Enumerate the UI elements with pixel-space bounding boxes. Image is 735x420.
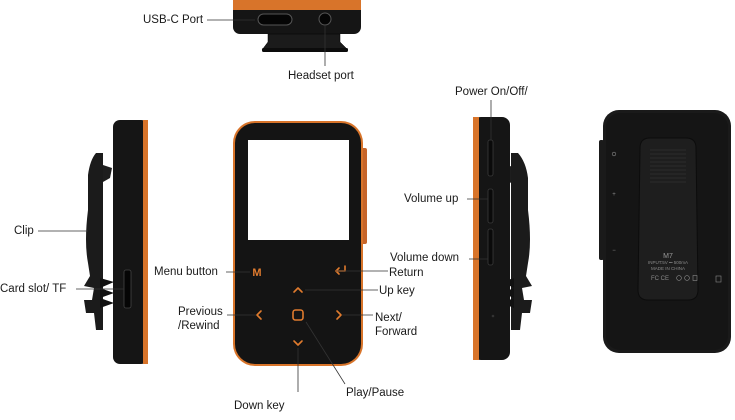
recycle-mark-icon [676,275,682,281]
reset-hole-icon [491,314,495,318]
front-view: M [233,121,367,366]
power-button-icon [487,139,494,177]
back-power-symbol-icon [611,151,617,157]
leader-lines [38,19,492,392]
headset-jack-icon [318,12,332,26]
back-origin: MADE IN CHINA [651,266,685,271]
label-volume-down: Volume down [390,252,460,264]
bin-mark-icon [692,275,698,281]
back-plus-symbol-icon: + [612,192,616,198]
left-side-body [113,120,148,364]
volume-up-button-icon [487,188,494,224]
screen [248,140,349,240]
label-headset-port: Headset port [288,70,354,82]
back-slot-mark-icon [715,275,722,283]
back-input-spec: INPUT:5V ⎓ 500mA [648,260,688,265]
chevron-right-icon [336,310,342,320]
label-down-key: Down key [234,400,285,412]
menu-key-icon: M [252,267,261,279]
label-next-line2: Forward [375,326,418,338]
top-view-clip [261,33,349,51]
label-previous-line1: Previous [178,306,223,318]
chevron-up-icon [293,287,303,293]
label-previous-rewind: Previous /Rewind [178,305,223,333]
chevron-down-icon [293,340,303,346]
label-next-forward: Next/ Forward [375,311,417,339]
label-next-line1: Next/ [375,312,402,324]
left-side-view [84,120,148,364]
left-clip [84,153,103,330]
chevron-left-icon [256,310,262,320]
label-card-slot: Card slot/ TF [0,283,67,295]
top-view-clip-edge [262,48,348,52]
top-view-orange-rim [233,0,361,10]
right-side-view [473,117,532,360]
left-clip-spring [103,165,112,182]
label-usb-c-port: USB-C Port [143,14,204,26]
label-volume-up: Volume up [404,193,459,205]
back-view: M7 INPUT:5V ⎓ 500mA MADE IN CHINA FC CE … [599,110,731,353]
label-clip: Clip [14,225,34,237]
back-model: M7 [663,253,673,260]
back-clip-grip [650,149,686,183]
label-up-key: Up key [379,285,415,297]
back-side-buttons [599,140,604,260]
back-minus-symbol-icon: − [612,248,616,254]
leader-play [305,321,346,385]
right-clip [511,153,532,330]
label-power: Power On/Off/ [455,86,528,98]
card-slot-icon [123,269,132,309]
left-side-orange-edge [143,120,148,364]
play-pause-key-icon [292,309,304,321]
right-side-orange-edge [473,117,479,360]
label-play-pause: Play/Pause [346,387,405,399]
left-clip-teeth [100,278,114,308]
back-certifications: FC CE [651,276,669,282]
label-previous-line2: /Rewind [178,320,220,332]
top-view [233,0,361,52]
rohs-mark-icon [684,275,690,281]
usb-c-port-icon [257,13,293,26]
label-return: Return [389,267,424,279]
label-menu-button: Menu button [154,266,218,278]
volume-down-button-icon [487,228,494,266]
